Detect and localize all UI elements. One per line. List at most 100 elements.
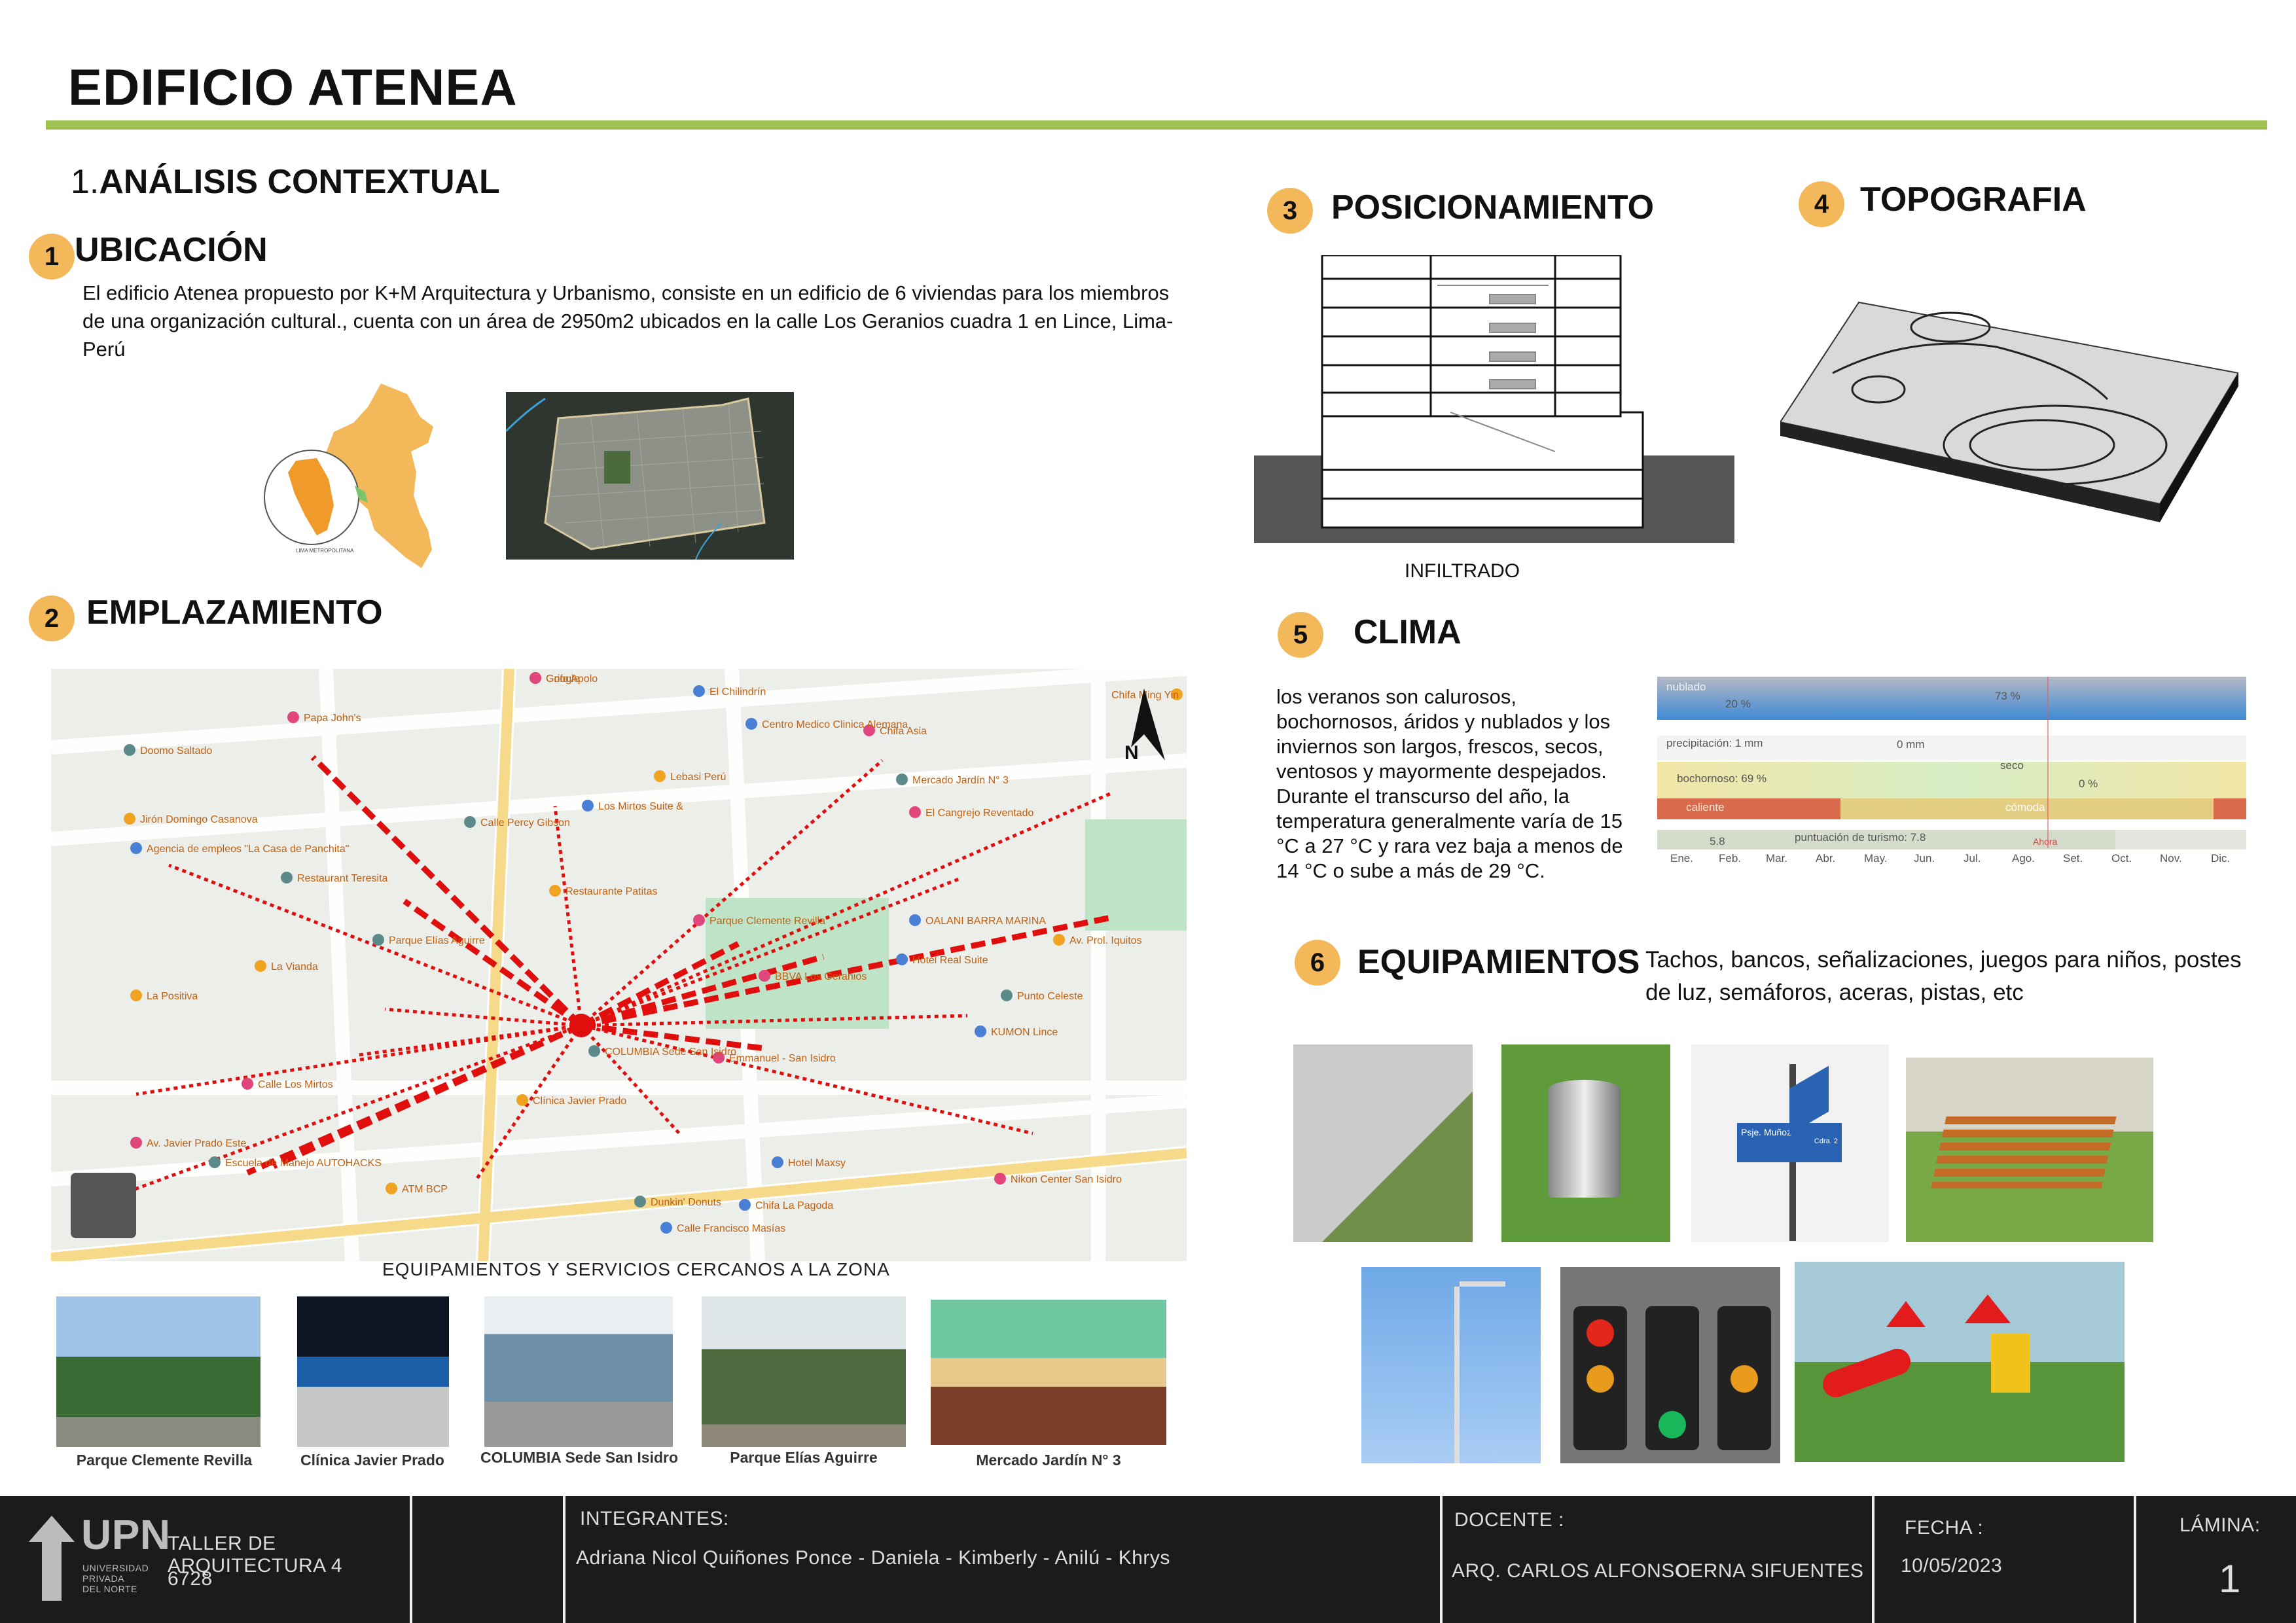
- map-pin-icon: [588, 1045, 600, 1057]
- month-label: Ene.: [1670, 852, 1693, 865]
- map-place-label: Jirón Domingo Casanova: [140, 814, 258, 825]
- map-connector-line: [581, 914, 1112, 1029]
- photo-playground: [1795, 1262, 2125, 1462]
- map-place-label: Restaurante Patitas: [565, 886, 658, 897]
- map-pin-icon: [130, 842, 142, 854]
- section-number: 1.: [71, 163, 99, 201]
- sign-text: Psje. Muñoz: [1741, 1127, 1792, 1137]
- document-title: EDIFICIO ATENEA: [68, 58, 518, 116]
- section-caption: INFILTRADO: [1405, 560, 1520, 582]
- map-pin-icon: [660, 1222, 672, 1234]
- lamina-label: LÁMINA:: [2179, 1514, 2261, 1536]
- map-place-label: Chifa La Pagoda: [755, 1200, 833, 1211]
- map-pin-icon: [242, 1078, 253, 1090]
- satellite-photo: [506, 392, 794, 560]
- map-place-label: Clínica Javier Prado: [533, 1096, 626, 1107]
- chart-value: 5.8: [1710, 835, 1725, 847]
- map-pin-icon: [386, 1183, 397, 1194]
- topography-model: [1780, 301, 2238, 522]
- map-pin-icon: [255, 960, 266, 972]
- clima-text: los veranos son calurosos, bochornosos, …: [1276, 685, 1623, 882]
- compass-n: N: [1124, 742, 1139, 764]
- map-pin-icon: [896, 954, 908, 965]
- map-place-label: Doomo Saltado: [140, 745, 212, 757]
- photo-lamp-post: [1361, 1267, 1541, 1463]
- photo-columbia: [484, 1296, 673, 1447]
- map-pin-icon: [287, 711, 299, 723]
- map-place-label: Emmanuel - San Isidro: [729, 1053, 836, 1064]
- map-pin-icon: [516, 1094, 528, 1106]
- fecha-label: FECHA :: [1905, 1517, 1984, 1539]
- badge-2: 2: [29, 596, 75, 641]
- map-pin-icon: [909, 914, 921, 926]
- map-place-label: La Positiva: [147, 991, 198, 1002]
- photo-caption: COLUMBIA Sede San Isidro: [480, 1449, 679, 1466]
- map-connector-line: [358, 1024, 582, 1057]
- map-connector-line: [272, 1022, 583, 1169]
- sign-plate: Psje. Muñoz Cdra. 2: [1737, 1123, 1842, 1162]
- month-label: Ago.: [2012, 852, 2035, 865]
- map-connector-line: [310, 755, 584, 1028]
- map-place-label: Parque Elías Aguirre: [389, 935, 485, 946]
- map-place-label: Escuela de Manejo AUTOHACKS: [225, 1158, 382, 1169]
- map-place-label: Parque Clemente Revilla: [709, 916, 825, 927]
- map-place-label: Hotel Maxsy: [788, 1158, 846, 1169]
- map-place-label: Calle Francisco Masías: [677, 1223, 785, 1234]
- month-label: Dic.: [2211, 852, 2231, 865]
- map-pin-icon: [130, 1137, 142, 1149]
- footer-bar: UPN UNIVERSIDAD PRIVADA DEL NORTE TALLER…: [0, 1496, 2296, 1623]
- chart-value: seco: [2000, 759, 2024, 772]
- map-place-label: El Chilindrín: [709, 687, 766, 698]
- photo-caption: Parque Elías Aguirre: [730, 1449, 878, 1466]
- map-pin-icon: [529, 672, 541, 684]
- badge-6: 6: [1295, 940, 1340, 986]
- footer-fecha-cell: FECHA : 10/05/2023: [1874, 1496, 2136, 1623]
- map-pin-icon: [1171, 688, 1183, 700]
- map-place-label: Chifa Asia: [880, 726, 927, 737]
- map-pin-icon: [549, 885, 561, 897]
- map-place-label: Av. Javier Prado Este: [147, 1138, 246, 1149]
- docente-name-2: CERNA SIFUENTES: [1676, 1560, 1864, 1582]
- map-pin-icon: [124, 744, 135, 756]
- map-connector-line: [403, 899, 583, 1028]
- map-caption: EQUIPAMIENTOS Y SERVICIOS CERCANOS A LA …: [382, 1259, 890, 1279]
- map-place-label: BBVA Los Geranios: [775, 971, 867, 982]
- lamina-number: 1: [2219, 1557, 2241, 1601]
- emplazamiento-title: EMPLAZAMIENTO: [86, 594, 383, 632]
- photo-caption: Parque Clemente Revilla: [76, 1452, 253, 1469]
- photo-traffic-lights: [1560, 1267, 1780, 1463]
- map-connector-line: [581, 1014, 968, 1027]
- map-pin-icon: [693, 685, 705, 697]
- map-place-label: KUMON Lince: [991, 1027, 1058, 1038]
- photo-clinica: [297, 1296, 449, 1447]
- title-underline: [46, 120, 2267, 130]
- map-connector-line: [579, 941, 740, 1028]
- peru-map: LIMA METROPOLITANA: [264, 383, 433, 568]
- map-connector-line: [581, 1022, 765, 1052]
- sign-text: Cdra. 2: [1814, 1137, 1838, 1145]
- map-pin-icon: [896, 774, 908, 785]
- map-place-label: Restaurant Teresita: [297, 873, 388, 884]
- photo-street-sign: Psje. Muñoz Cdra. 2: [1691, 1044, 1889, 1242]
- map-pin-icon: [130, 990, 142, 1001]
- badge-5: 5: [1278, 612, 1323, 658]
- map-place-label: Agencia de empleos "La Casa de Panchita": [147, 844, 349, 855]
- map-place-label: Hotel Real Suite: [912, 955, 988, 966]
- map-place-label: Mercado Jardín N° 3: [912, 775, 1009, 786]
- map-pin-icon: [713, 1052, 725, 1063]
- ubicacion-text: El edificio Atenea propuesto por K+M Arq…: [82, 281, 1174, 361]
- month-label: Abr.: [1816, 852, 1836, 865]
- fecha-value: 10/05/2023: [1901, 1555, 2003, 1577]
- month-label: Feb.: [1719, 852, 1742, 865]
- month-label: Set.: [2063, 852, 2083, 865]
- month-label: Nov.: [2160, 852, 2182, 865]
- section-drawing: [1254, 255, 1734, 543]
- chart-value: 0 mm: [1897, 738, 1925, 751]
- map-connector-line: [581, 1024, 1033, 1135]
- map-pin-icon: [863, 724, 875, 736]
- map-place-label: Papa John's: [304, 713, 361, 724]
- map-place-label: Los Mirtos Suite &: [598, 801, 683, 812]
- map-place-label: COLUMBIA Sede San Isidro: [605, 1046, 736, 1058]
- chart-row-label: bochornoso: 69 %: [1677, 772, 1767, 785]
